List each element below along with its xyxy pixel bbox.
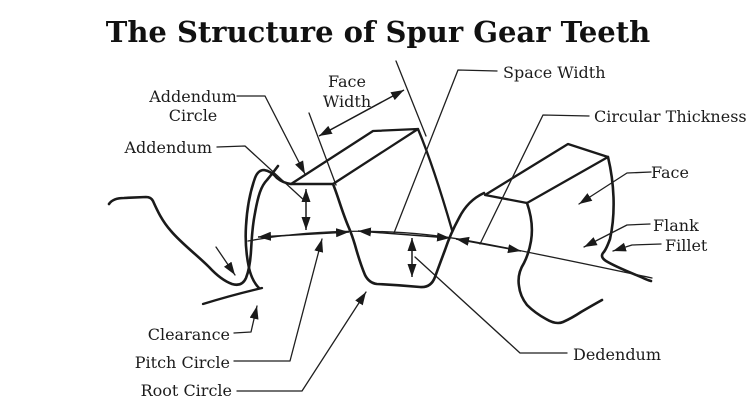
circular-thickness-dimension-arrow [455,236,522,254]
addendum-leader [216,145,307,203]
center-tooth-profile [244,168,486,290]
clearance-leader [233,305,259,334]
root-circle-leader [236,291,367,392]
label-flank: Flank [653,216,699,235]
label-face: Face [651,163,689,182]
right-tooth-top-land [483,142,610,205]
face-width-extension-line-back [395,60,427,137]
label-clearance: Clearance [148,325,230,344]
circular-thickness-leader [479,114,590,245]
diagram-title: The Structure of Spur Gear Teeth [106,15,651,49]
root-clearance-line [201,286,264,306]
label-dedendum: Dedendum [573,345,661,364]
face-leader [578,171,652,205]
space-width-dimension-arrow [357,227,451,242]
mating-gear-outline [107,164,280,287]
space-width-leader [393,69,498,234]
label-pitch-circle: Pitch Circle [135,353,230,372]
center-tooth-back-flank [416,127,454,232]
right-tooth-back-flank-fillet [600,155,653,283]
label-addendum-circle-line1: Addendum [148,87,237,106]
label-circular-thickness: Circular Thickness [594,107,747,126]
label-addendum: Addendum [123,138,212,157]
label-face-width-line2: Width [323,92,371,111]
flank-leader [583,223,651,248]
dedendum-leader [414,256,568,354]
label-face-width-line1: Face [328,72,366,91]
label-addendum-circle-line2: Circle [169,106,218,125]
label-root-circle: Root Circle [141,381,232,400]
pitch-circle-leader [233,238,324,362]
face-width-dimension-arrow [318,89,405,137]
face-width-extension-line-front [308,112,337,186]
label-fillet: Fillet [665,236,708,255]
addendum-circle-leader [236,95,306,175]
center-tooth-top-land [289,127,420,186]
right-tooth-front-profile [517,201,604,325]
clearance-upper-arrow [215,246,236,276]
thickness-dimension-left-tooth [257,228,350,241]
fillet-leader [612,242,662,252]
pitch-circle-arc [247,230,653,279]
label-space-width: Space Width [503,63,606,82]
